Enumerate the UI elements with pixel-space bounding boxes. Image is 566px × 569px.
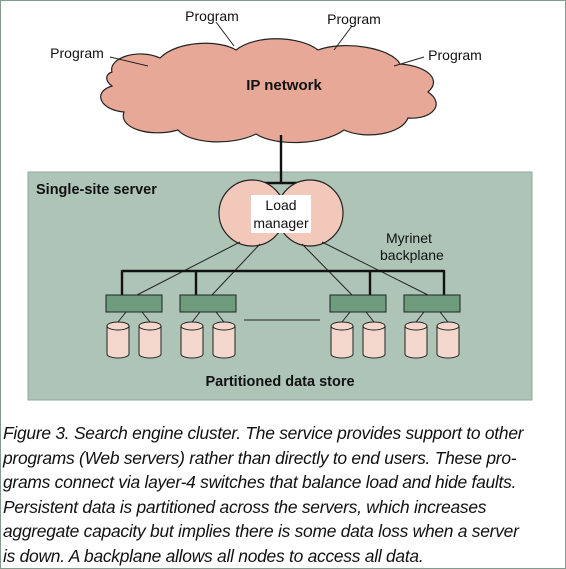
caption-line: Persistent data is partitioned across th…	[3, 496, 487, 517]
disk-cylinder	[138, 325, 162, 359]
caption-line: aggregate capacity but implies there is …	[3, 521, 519, 542]
switch-disk-link	[117, 311, 127, 323]
program-label: Program	[185, 8, 239, 24]
disk-cylinder	[330, 325, 354, 359]
disk-cap	[212, 321, 236, 331]
disk-cap	[180, 321, 204, 331]
disk-group	[106, 311, 460, 359]
switch-disk-link	[341, 311, 351, 323]
disk-cylinder	[212, 325, 236, 359]
switch-disk-link	[415, 311, 425, 323]
lm-switch-link	[211, 243, 261, 296]
ip-network-label: IP network	[246, 77, 322, 94]
switch-disk-link	[215, 311, 225, 323]
backplane-label-2: backplane	[380, 247, 444, 263]
lm-switch-link	[301, 243, 353, 296]
load-manager-label-2: manager	[253, 215, 309, 231]
program-link	[393, 56, 425, 67]
caption-line: grams connect via layer-4 switches that …	[3, 472, 517, 493]
disk-cylinder	[106, 325, 130, 359]
switch-2	[179, 294, 237, 313]
lm-switch-link	[321, 241, 429, 296]
caption-line: is down. A backplane allows all nodes to…	[3, 545, 424, 566]
disk-cap	[404, 321, 428, 331]
disk-cylinder	[362, 325, 386, 359]
switch-disk-link	[191, 311, 201, 323]
disk-cylinder	[180, 325, 204, 359]
caption-line: programs (Web servers) rather than direc…	[3, 447, 517, 468]
cluster-diagram: Program Program Program Program IP netwo…	[27, 8, 533, 401]
switch-disk-link	[141, 311, 151, 323]
backplane-label-1: Myrinet	[386, 230, 432, 246]
disk-cylinder	[436, 325, 460, 359]
figure-caption: Figure 3. Search engine cluster. The ser…	[3, 421, 563, 569]
load-manager-label-1: Load	[265, 197, 296, 213]
switch-disk-link	[365, 311, 375, 323]
program-label: Program	[327, 11, 381, 27]
disk-cap	[436, 321, 460, 331]
program-label: Program	[428, 47, 482, 63]
caption-line: Figure 3. Search engine cluster. The ser…	[3, 423, 524, 443]
program-link	[109, 56, 149, 67]
switch-4	[403, 294, 461, 313]
data-store-label: Partitioned data store	[205, 374, 354, 390]
switch-disk-link	[439, 311, 449, 323]
disk-cap	[138, 321, 162, 331]
disk-cap	[106, 321, 130, 331]
program-link	[333, 25, 353, 51]
ip-network-cloud	[100, 38, 437, 144]
disk-cap	[330, 321, 354, 331]
disk-cap	[362, 321, 386, 331]
load-manager-label-bg	[251, 195, 311, 233]
program-link	[215, 21, 235, 47]
switch-1	[105, 294, 163, 313]
switch-3	[329, 294, 387, 313]
disk-cylinder	[404, 325, 428, 359]
single-site-server-label: Single-site server	[36, 182, 157, 198]
program-label: Program	[50, 45, 104, 61]
lm-switch-link	[136, 241, 241, 296]
